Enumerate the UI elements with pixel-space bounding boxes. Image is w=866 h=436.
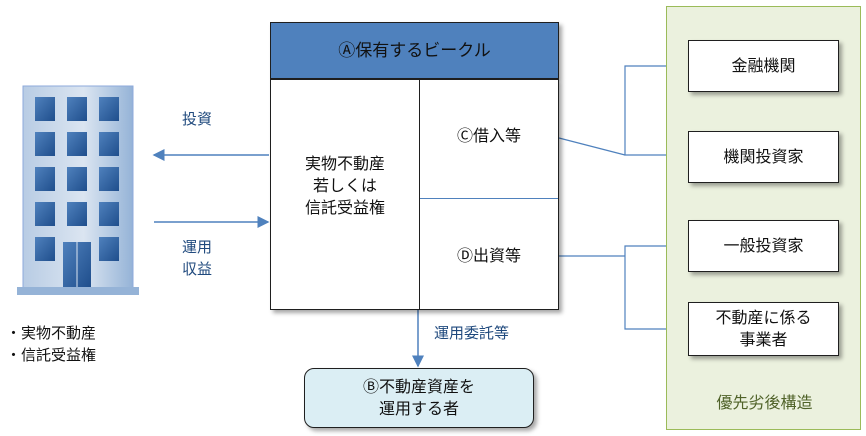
list-item: 実物不動産 <box>6 322 96 344</box>
building-icon <box>17 85 139 295</box>
delegation-label: 運用委託等 <box>434 324 510 342</box>
lenders-bracket <box>558 65 688 156</box>
asset-label: 実物不動産 若しくは 信託受益権 <box>304 154 385 217</box>
vertical-divider <box>419 80 420 309</box>
lender-box-institutional-investors: 機関投資家 <box>688 131 839 183</box>
equity-label: Ⓓ出資等 <box>456 246 521 265</box>
vehicle-balance-sheet: 実物不動産 若しくは 信託受益権 Ⓒ借入等 Ⓓ出資等 <box>270 79 559 310</box>
property-type-list: 実物不動産 信託受益権 <box>6 322 96 366</box>
priority-structure-label: 優先劣後構造 <box>716 393 813 412</box>
horizontal-divider <box>420 198 558 199</box>
investor-box-general-investors: 一般投資家 <box>688 220 839 272</box>
list-item: 信託受益権 <box>6 344 96 366</box>
investors-bracket <box>559 245 688 330</box>
investor-box-real-estate-businesses: 不動産に係る 事業者 <box>688 302 839 356</box>
asset-manager-box: Ⓑ不動産資産を 運用する者 <box>304 368 534 428</box>
investment-label: 投資 <box>182 110 213 128</box>
lender-box-financial-institutions: 金融機関 <box>688 40 839 92</box>
vehicle-header: Ⓐ保有するビークル <box>270 22 559 79</box>
income-label: 運用 収益 <box>182 238 213 278</box>
borrowing-label: Ⓒ借入等 <box>456 126 521 145</box>
